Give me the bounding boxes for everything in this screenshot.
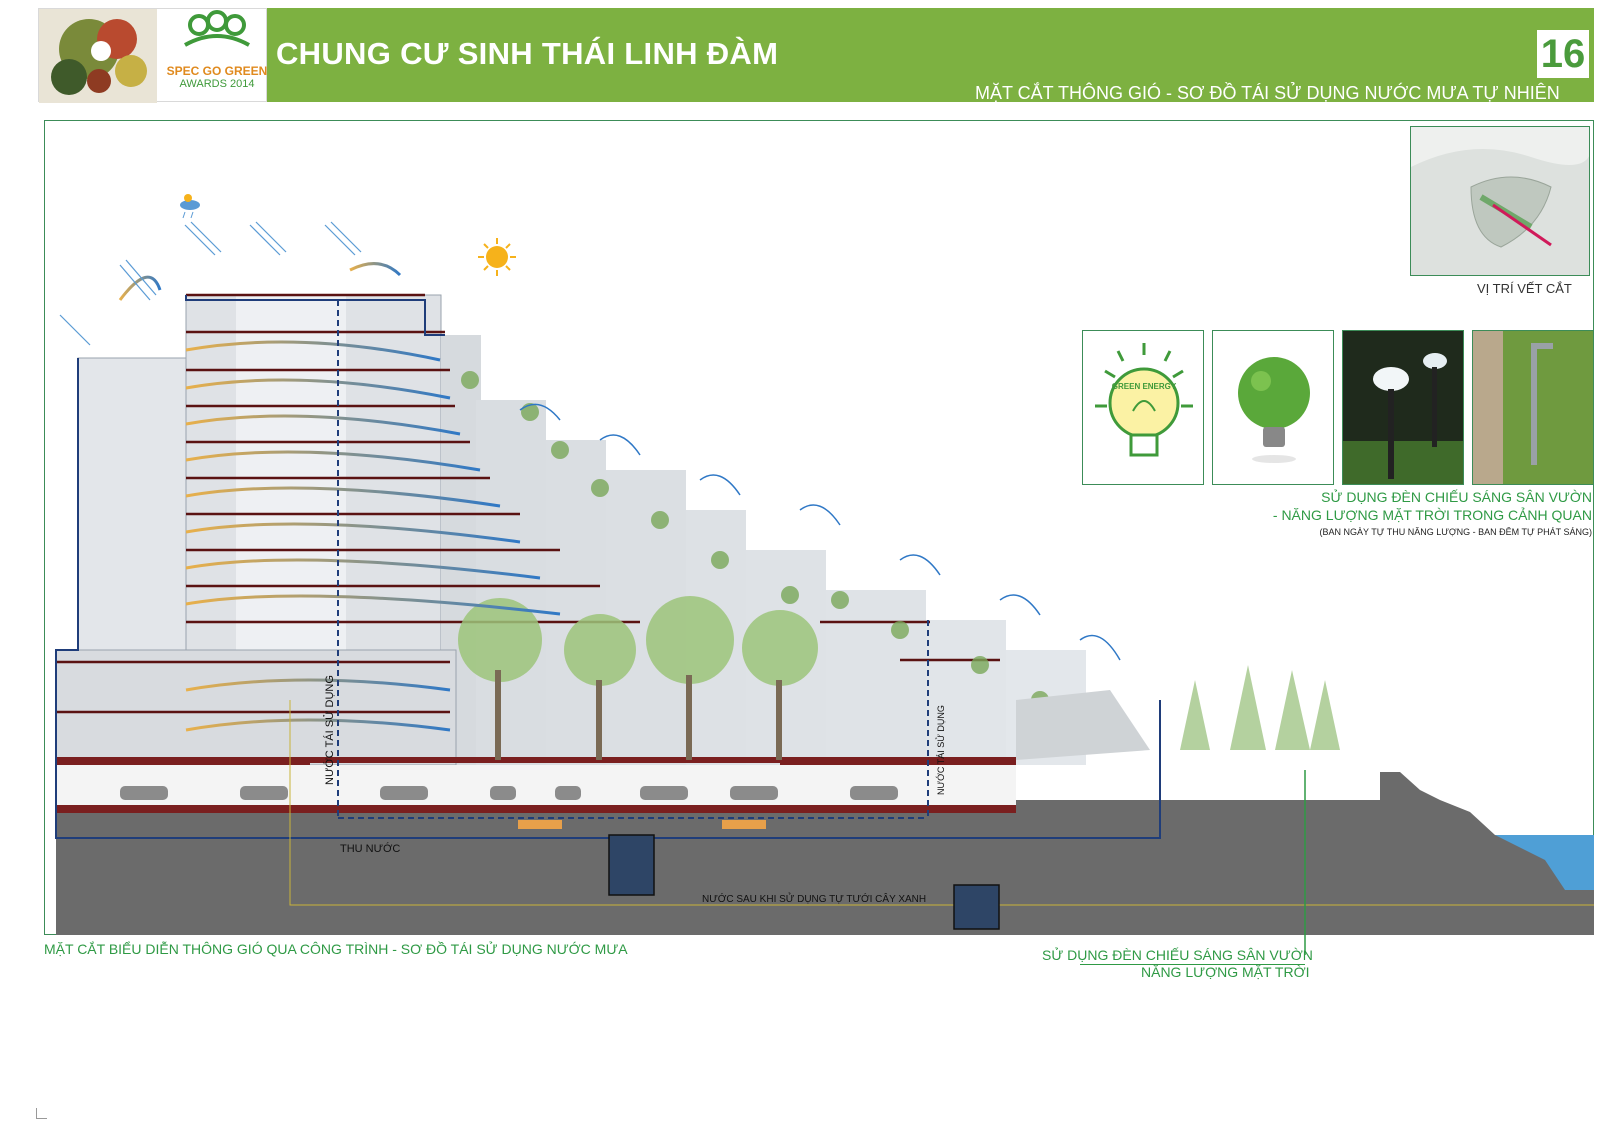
garden-lamp-photo (1342, 330, 1464, 485)
section-caption: MẶT CẮT BIỂU DIỄN THÔNG GIÓ QUA CÔNG TRÌ… (44, 941, 628, 957)
header-bar (267, 8, 1594, 102)
roof-wind-arrows (519, 403, 1121, 661)
energy-caption-note: (BAN NGÀY TỰ THU NĂNG LƯỢNG - BAN ĐÊM TỰ… (1319, 527, 1592, 537)
podium-slab (56, 757, 310, 765)
key-plan-map (1410, 126, 1590, 276)
rainwater-pipes (55, 295, 1161, 839)
solar-lamp-icon (1343, 353, 1463, 484)
terrace-trees (461, 371, 1049, 709)
section-cut-line (1492, 203, 1552, 247)
caption-underline (1080, 964, 1305, 965)
energy-caption-line2: - NĂNG LƯỢNG MẶT TRỜI TRONG CẢNH QUAN (1272, 507, 1592, 523)
green-energy-thumbnail: GREEN ENERGY (1082, 330, 1204, 485)
label-reuse-water-right: NƯỚC TÁI SỬ DỤNG (935, 705, 946, 795)
site-plan (1411, 149, 1589, 275)
filter-unit-2 (722, 820, 766, 829)
wind-hatch (59, 221, 362, 346)
label-collect-water: THU NƯỚC (340, 842, 400, 855)
garden-lamp-caption-line2: NĂNG LƯỢNG MẶT TRỜI (1141, 964, 1310, 980)
label-reuse-water-left: NƯỚC TÁI SỬ DỤNG (323, 675, 336, 785)
parked-cars (120, 786, 898, 800)
logo-panel: SPEC GO GREEN AWARDS 2014 (38, 8, 268, 103)
podium-slab-2 (780, 757, 1016, 765)
label-irrigation-water: NƯỚC SAU KHI SỬ DỤNG TỰ TƯỚI CÂY XANH (702, 892, 926, 905)
garden-lamp-caption-line1: SỬ DỤNG ĐÈN CHIẾU SÁNG SÂN VƯỜN (1042, 947, 1313, 963)
logo-text-line2: AWARDS 2014 (180, 78, 255, 90)
irrigation-pipes (289, 700, 1594, 955)
ventilation-arrows (118, 262, 561, 732)
floor-slabs (56, 293, 1000, 714)
collection-tank (608, 834, 655, 896)
cloud-rain-icon (180, 194, 200, 219)
logo-text-line1: SPEC GO GREEN (167, 64, 268, 78)
bollard-lamp-icon (1473, 331, 1553, 484)
green-energy-badge: GREEN ENERGY (1112, 382, 1177, 391)
page-subtitle: MẶT CẮT THÔNG GIÓ - SƠ ĐỒ TÁI SỬ DỤNG NƯ… (975, 83, 1560, 103)
leaf-bulb-icon (1238, 357, 1310, 463)
go-green-emblem-icon (184, 10, 250, 47)
eco-bulb-thumbnail (1212, 330, 1334, 485)
green-energy-bulb-icon: GREEN ENERGY (1095, 343, 1193, 457)
stepped-landscape (1016, 690, 1150, 760)
irrigation-tank (953, 884, 1000, 930)
pattern-collage (39, 9, 157, 103)
energy-caption-line1: SỬ DỤNG ĐÈN CHIẾU SÁNG SÂN VƯỜN (1321, 489, 1592, 505)
river-water (1495, 835, 1594, 890)
page-title: CHUNG CƯ SINH THÁI LINH ĐÀM (276, 36, 779, 71)
page-number: 16 (1535, 28, 1591, 80)
key-plan-caption: VỊ TRÍ VẾT CẮT (1477, 281, 1572, 296)
lawn-lamp-photo (1472, 330, 1594, 485)
award-logo: SPEC GO GREEN AWARDS 2014 (39, 9, 268, 103)
building-mass (55, 294, 1086, 766)
riverside-trees (1180, 665, 1340, 750)
plaza-slab (310, 757, 780, 763)
sun-icon (478, 238, 516, 276)
atrium-trees (458, 596, 818, 760)
sheet-corner-mark (36, 1108, 47, 1119)
filter-unit (518, 820, 562, 829)
basement-slab (56, 805, 1016, 813)
